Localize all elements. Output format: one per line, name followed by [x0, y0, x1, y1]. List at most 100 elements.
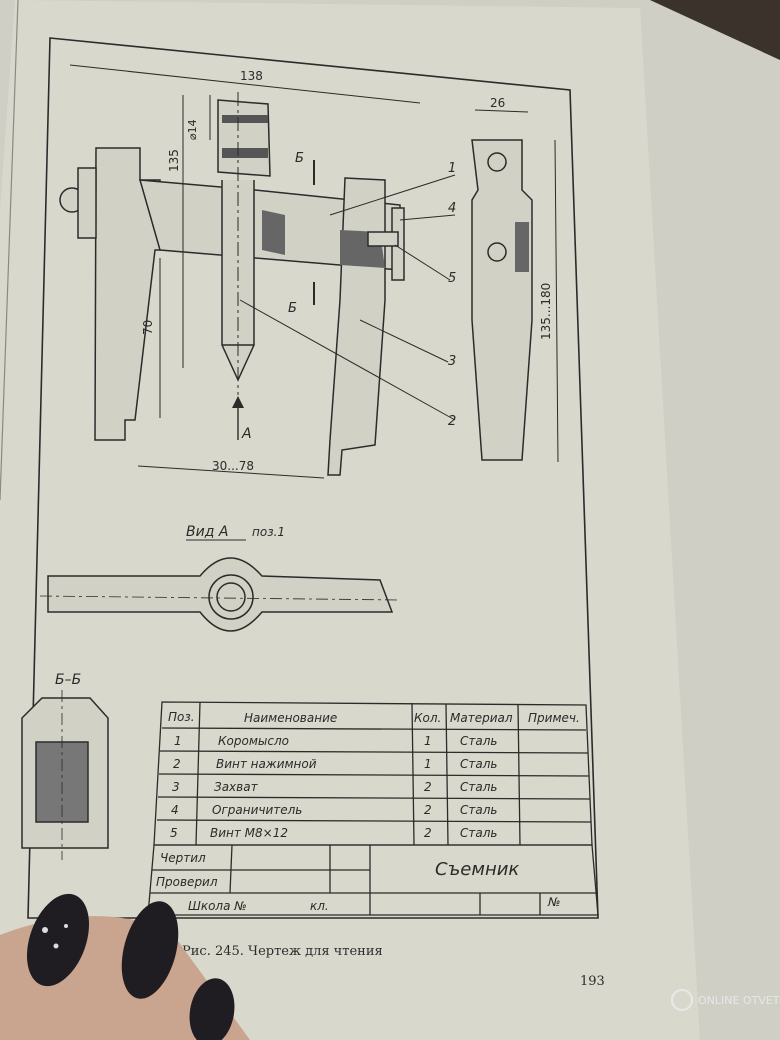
title-checked-label: Проверил — [156, 875, 218, 889]
col-line-4 — [517, 703, 521, 846]
page-number: 193 — [580, 974, 605, 989]
watermark-text: ONLINE OTVET.RU — [698, 994, 780, 1007]
leader-1 — [329, 174, 456, 216]
row3-qty: 2 — [424, 780, 432, 794]
left-claw — [94, 147, 161, 441]
title-col-line-1 — [229, 844, 233, 894]
parts-table-body: 1 Коромысло 1 Сталь 2 Винт нажимной 1 Ст… — [170, 734, 497, 840]
title-block — [147, 844, 599, 916]
dim-70: 70 — [141, 320, 155, 335]
leader-label-4: 4 — [448, 201, 456, 216]
row4-qty: 2 — [424, 803, 432, 817]
dim-26-line — [474, 109, 529, 113]
drawing-name: Съемник — [435, 859, 519, 880]
side-hatch — [515, 222, 529, 272]
view-a-outer-ring — [208, 574, 254, 620]
view-a-hole — [216, 582, 246, 612]
row4-material: Сталь — [460, 803, 497, 817]
title-class-label: кл. — [310, 899, 329, 913]
screw-handle — [217, 99, 271, 177]
row3-name: Захват — [214, 780, 259, 794]
dim-138-line — [69, 64, 421, 104]
hand — [0, 893, 250, 1040]
header-qty: Кол. — [414, 711, 441, 725]
row-line-1 — [159, 750, 589, 754]
nail-1 — [26, 893, 90, 987]
row2-material: Сталь — [460, 757, 497, 771]
col-line-2 — [411, 702, 415, 846]
dim-135: 135 — [167, 149, 181, 172]
parts-table — [153, 701, 593, 846]
leader-label-2: 2 — [448, 414, 456, 429]
view-a-axis — [39, 595, 401, 601]
nail-sparkle-2 — [53, 943, 59, 949]
header-separator — [161, 727, 587, 731]
dim-30-78-line — [137, 465, 325, 479]
leader-3 — [359, 319, 449, 363]
page-left-edge — [0, 0, 19, 501]
nail-2 — [121, 901, 179, 999]
leader-lines — [239, 174, 456, 421]
col-line-1 — [195, 701, 201, 846]
nail-3 — [189, 978, 235, 1040]
dim-135-180-line — [554, 139, 559, 463]
watermark-bulb-icon — [671, 989, 693, 1011]
row2-name: Винт нажимной — [216, 757, 317, 771]
row-line-3 — [157, 796, 591, 800]
view-a-drawing — [39, 557, 401, 632]
parts-table-headers: Поз. Наименование Кол. Материал Примеч. — [168, 710, 580, 725]
dimension-lines — [69, 64, 559, 479]
header-note: Примеч. — [528, 711, 580, 725]
dim-138: 138 — [240, 69, 263, 83]
row4-pos: 4 — [171, 803, 179, 817]
title-block-frame — [147, 844, 599, 916]
side-view — [471, 139, 533, 461]
header-material: Материал — [450, 711, 513, 725]
row1-name: Коромысло — [218, 734, 289, 748]
nail-sparkle-1 — [42, 927, 48, 933]
section-mark-b-top: Б — [295, 151, 304, 166]
handle-hatch-top — [222, 115, 268, 123]
dim-26: 26 — [490, 96, 505, 110]
col-line-3 — [445, 703, 449, 846]
row5-pos: 5 — [170, 826, 178, 840]
leader-2 — [239, 299, 456, 421]
row4-name: Ограничитель — [212, 803, 302, 817]
section-mark-b-bottom: Б — [288, 301, 297, 316]
view-a-letter: А — [241, 426, 252, 442]
title-drawn-label: Чертил — [160, 851, 206, 865]
view-a-title: Вид А — [186, 524, 228, 540]
title-number-label: № — [547, 895, 560, 909]
leader-label-3: 3 — [448, 354, 456, 369]
leader-label-5: 5 — [448, 271, 456, 286]
row1-qty: 1 — [424, 734, 432, 748]
side-hole-top — [487, 152, 507, 172]
small-screw — [367, 231, 399, 247]
drawing-frame — [27, 37, 599, 919]
beam-hatch-left — [262, 210, 285, 255]
section-bb-drawing — [21, 690, 109, 860]
row2-qty: 1 — [424, 757, 432, 771]
main-view — [59, 92, 405, 476]
row1-material: Сталь — [460, 734, 497, 748]
figure-caption: Рис. 245. Чертеж для чтения — [182, 944, 383, 959]
leader-4 — [399, 214, 456, 221]
row3-material: Сталь — [460, 780, 497, 794]
row-line-4 — [156, 819, 592, 823]
section-bb-title: Б–Б — [55, 672, 81, 688]
dim-span: 30...78 — [212, 459, 254, 473]
row5-name: Винт М8×12 — [210, 826, 288, 840]
header-name: Наименование — [244, 711, 337, 725]
view-a-arrowhead — [232, 396, 244, 408]
left-stop — [77, 167, 97, 239]
dim-shaft-diameter: ⌀14 — [186, 119, 199, 140]
dim-135-180: 135...180 — [539, 283, 553, 340]
row5-qty: 2 — [424, 826, 432, 840]
handle-hatch-bottom — [222, 148, 268, 158]
row1-pos: 1 — [174, 734, 182, 748]
view-a-subtitle: поз.1 — [252, 525, 285, 539]
header-pos: Поз. — [168, 710, 195, 724]
watermark: ONLINE OTVET.RU — [671, 989, 780, 1011]
